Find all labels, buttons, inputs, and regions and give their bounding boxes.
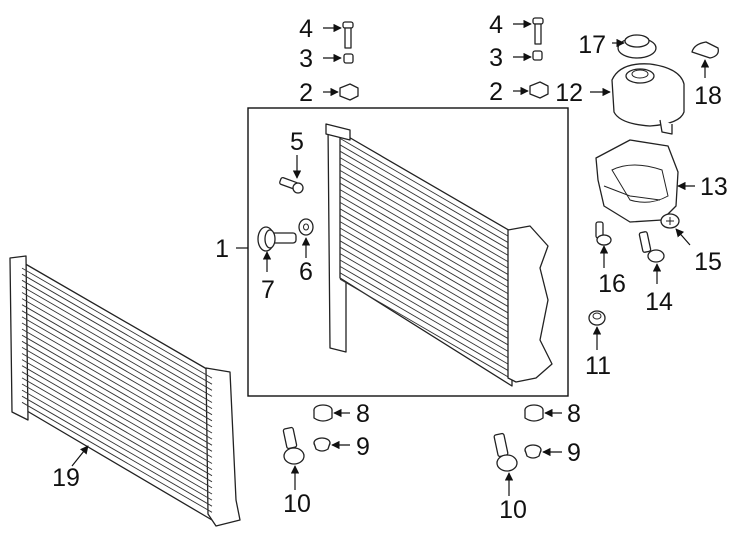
fin-line (21, 279, 213, 391)
condenser (9, 255, 241, 527)
fin-line (21, 347, 213, 458)
fin-line (339, 144, 513, 246)
fin-line (339, 278, 513, 380)
fin-line (21, 340, 213, 452)
callout-9-right: 9 (567, 439, 581, 467)
grommet-11 (588, 310, 606, 326)
mount-parts-left (282, 404, 333, 465)
fin-line (339, 176, 513, 278)
callout-10-right: 10 (499, 496, 527, 524)
fin-line (21, 316, 213, 428)
callout-4-left: 4 (299, 15, 313, 43)
callout-6: 6 (299, 258, 313, 286)
fin-line (339, 259, 513, 361)
fin-line (339, 221, 513, 322)
fin-line (21, 395, 213, 507)
fin-line (339, 272, 513, 374)
callout-8-left: 8 (356, 400, 370, 428)
fin-line (339, 195, 513, 297)
callout-3-right: 3 (489, 44, 503, 72)
fin-line (21, 401, 213, 513)
callout-17: 17 (578, 31, 606, 59)
expansion-tank-12 (611, 63, 685, 135)
callout-3-left: 3 (299, 45, 313, 73)
leader-lines (71, 19, 710, 496)
washer-6 (298, 218, 314, 236)
fin-line (339, 170, 513, 271)
callout-18: 18 (694, 82, 722, 110)
fin-line (21, 383, 213, 495)
fin-line (339, 163, 513, 265)
fin-line (21, 273, 213, 385)
callouts: 4 3 2 4 3 2 5 1 7 6 8 9 10 8 9 10 12 17 … (52, 11, 728, 524)
bolt-7 (257, 226, 297, 252)
fin-line (21, 365, 213, 477)
fin-line (21, 334, 213, 446)
fin-line (21, 322, 213, 434)
fin-line (21, 377, 213, 489)
callout-4-right: 4 (489, 11, 503, 39)
callout-5: 5 (290, 128, 304, 156)
fin-line (339, 214, 513, 316)
bolt-4-left (342, 21, 354, 29)
callout-9-left: 9 (356, 433, 370, 461)
callout-2-right: 2 (489, 78, 503, 106)
callout-16: 16 (598, 270, 626, 298)
fastener-stack-right (529, 17, 549, 99)
fin-line (21, 353, 213, 464)
callout-15: 15 (694, 248, 722, 276)
fin-line (339, 150, 513, 252)
reservoir-cap-17 (617, 34, 657, 59)
fin-line (21, 371, 213, 483)
nut-2-left (339, 83, 359, 101)
callout-13: 13 (700, 173, 728, 201)
spacer-3-right (532, 50, 543, 61)
drain-plug-5 (279, 177, 304, 194)
callout-14: 14 (645, 288, 673, 316)
fin-line (339, 157, 513, 258)
fin-line (339, 240, 513, 342)
nut-2-right (529, 81, 549, 99)
fin-line (21, 267, 213, 379)
fin-line (21, 389, 213, 501)
callout-1: 1 (215, 235, 229, 263)
fin-line (21, 304, 213, 416)
fin-line (339, 266, 513, 367)
fin-line (339, 253, 513, 354)
fin-line (21, 328, 213, 440)
clip-15 (660, 213, 680, 229)
radiator-group-box (247, 107, 569, 397)
callout-11: 11 (585, 352, 611, 380)
tank-bracket-13 (595, 139, 679, 223)
bolt-16 (595, 221, 612, 246)
callout-8-right: 8 (567, 400, 581, 428)
bolt-4-right (532, 17, 544, 25)
callout-2-left: 2 (299, 79, 313, 107)
seal-18 (691, 41, 719, 59)
fin-line (21, 286, 213, 397)
fin-line (21, 292, 213, 403)
callout-7: 7 (261, 276, 275, 304)
fin-line (339, 202, 513, 303)
callout-12: 12 (555, 79, 583, 107)
radiator-core (325, 123, 553, 387)
fin-line (21, 310, 213, 422)
mount-parts-right (493, 404, 544, 472)
callout-19: 19 (52, 464, 80, 492)
fastener-stack-left (339, 21, 359, 101)
fin-line (339, 138, 513, 239)
fin-line (339, 227, 513, 329)
fin-line (339, 246, 513, 348)
fin-line (339, 208, 513, 310)
spacer-3-left (343, 53, 354, 64)
fin-line (339, 182, 513, 284)
fin-line (339, 189, 513, 290)
fin-line (21, 298, 213, 409)
bolt-14 (638, 231, 665, 263)
callout-10-left: 10 (283, 490, 311, 518)
fin-line (339, 234, 513, 335)
fin-line (21, 359, 213, 470)
